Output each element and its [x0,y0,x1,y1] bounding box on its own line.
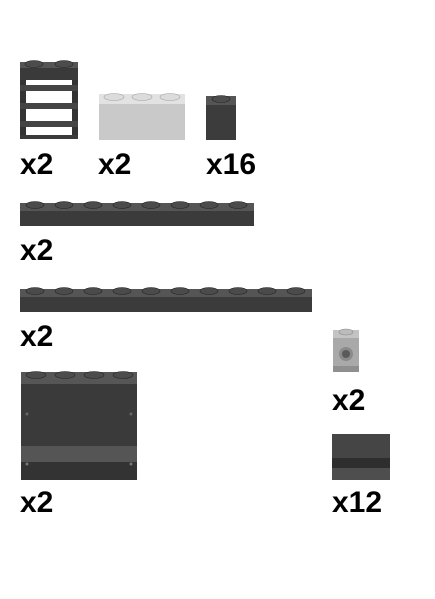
slope-1x2-quantity: x12 [332,486,383,519]
plate-1x10-quantity: x2 [20,320,54,353]
brick-1x1-part [206,95,236,140]
slope-1x2-part [332,434,390,480]
panel-1x4x3-part [21,371,137,480]
panel-1x4x3-quantity: x2 [20,486,54,519]
plate-1x8-quantity: x2 [20,234,54,267]
brick-1x3-quantity: x2 [98,148,132,181]
clip-1x1-part [333,328,359,372]
ladder-2x2-part [20,60,78,139]
plate-1x10-part [20,287,312,312]
clip-1x1-quantity: x2 [332,384,366,417]
ladder-2x2-quantity: x2 [20,148,54,181]
brick-1x1-quantity: x16 [206,148,257,181]
plate-1x8-part [20,201,254,226]
brick-1x3-part [99,93,185,140]
